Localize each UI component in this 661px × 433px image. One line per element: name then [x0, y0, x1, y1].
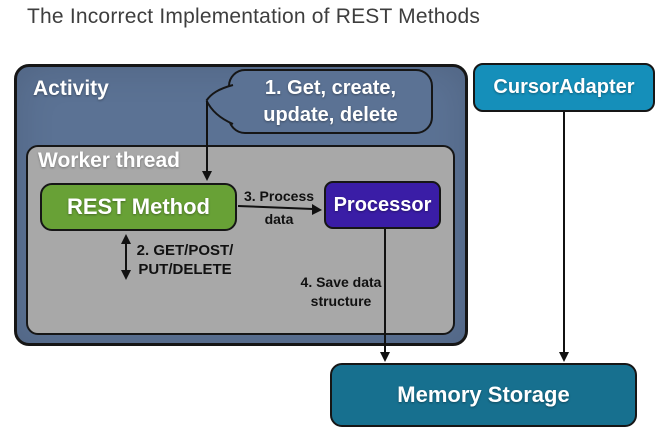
- arrow-cursor-adapter-to-memory-storage: [559, 112, 569, 362]
- callout-bubble: 1. Get, create, update, delete: [228, 69, 433, 134]
- callout-line1: 1. Get, create,: [264, 77, 397, 99]
- callout-line2: update, delete: [263, 104, 398, 126]
- edge-label-process-data-line1: 3. Process: [243, 188, 315, 204]
- worker-thread-box: [26, 145, 455, 335]
- edge-label-save-data-line2: structure: [310, 293, 372, 309]
- edge-label-save-data-line1: 4. Save data: [300, 274, 382, 290]
- rest-method-label: REST Method: [67, 194, 210, 219]
- activity-label: Activity: [33, 77, 109, 100]
- processor-node: Processor: [324, 181, 441, 229]
- cursor-adapter-node: CursorAdapter: [473, 63, 655, 112]
- memory-storage-node: Memory Storage: [330, 363, 637, 427]
- memory-storage-label: Memory Storage: [397, 382, 570, 407]
- processor-label: Processor: [333, 193, 432, 216]
- edge-label-get-post-line2: PUT/DELETE: [138, 261, 232, 278]
- edge-label-get-post-line1: 2. GET/POST/: [136, 242, 234, 259]
- edge-label-save-data: 4. Save data structure: [299, 273, 383, 311]
- edge-label-process-data-line2: data: [264, 211, 294, 227]
- worker-thread-label: Worker thread: [38, 149, 180, 172]
- edge-label-get-post: 2. GET/POST/ PUT/DELETE: [133, 241, 237, 279]
- rest-method-node: REST Method: [40, 183, 237, 231]
- edge-label-process-data: 3. Process data: [239, 185, 319, 231]
- cursor-adapter-label: CursorAdapter: [493, 76, 635, 98]
- diagram-title: The Incorrect Implementation of REST Met…: [27, 5, 481, 28]
